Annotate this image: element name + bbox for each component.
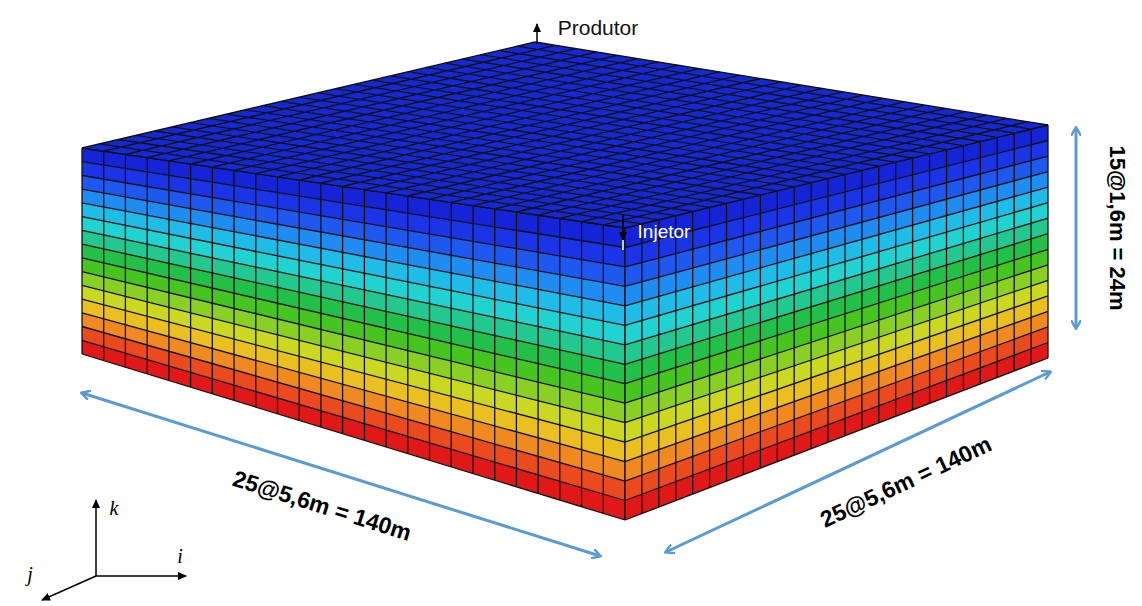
axis-k [95, 500, 97, 576]
well-label: Produtor [558, 17, 639, 38]
dimension-label: 25@5,6m = 140m [230, 467, 414, 545]
left-face-band [82, 327, 625, 501]
injector-well [622, 240, 624, 250]
axis-label: i [177, 546, 183, 566]
right-face-band [625, 327, 1048, 501]
axis-label: k [110, 498, 119, 518]
well-label: Injetor [638, 222, 691, 241]
grid-block [82, 42, 1048, 520]
axis-j [42, 576, 96, 600]
injector-well [622, 214, 624, 240]
axis-label: j [27, 564, 33, 584]
dimension-label: 15@1,6m = 24m [1106, 145, 1128, 310]
left-face-band [82, 340, 625, 520]
axis-i [96, 575, 186, 577]
top-face-gridlines [82, 42, 1048, 228]
dimension-arrow [82, 393, 600, 556]
dimension-label: 25@5,6m = 140m [817, 432, 995, 531]
dimension-arrow [1075, 128, 1078, 328]
dimension-arrow [666, 372, 1050, 552]
producer-well [536, 24, 538, 44]
